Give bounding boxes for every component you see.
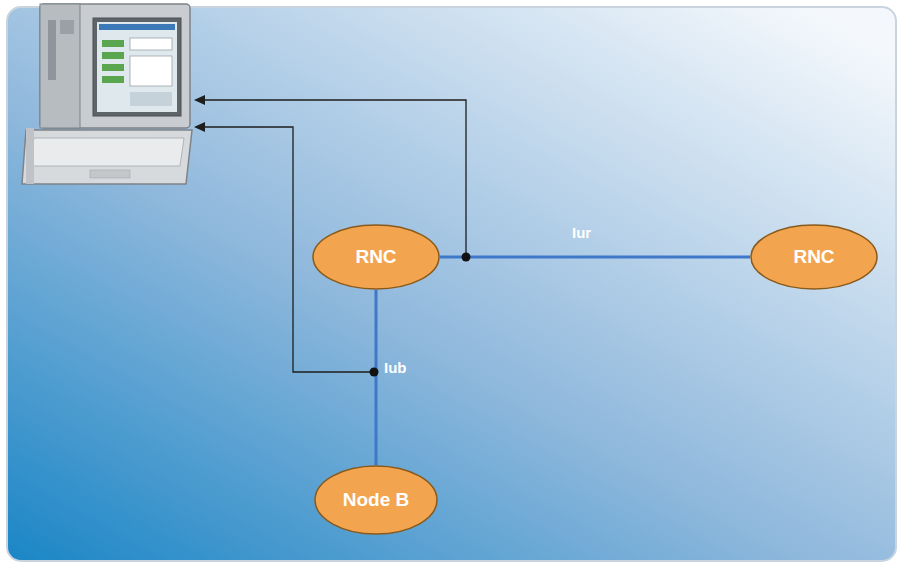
interface-label: Iub xyxy=(384,359,407,376)
tap-dot xyxy=(370,368,379,377)
panel xyxy=(7,7,896,561)
node-label: RNC xyxy=(355,246,396,268)
arrowhead xyxy=(194,95,205,105)
ellipse-node: RNC xyxy=(312,224,440,290)
computer-icon xyxy=(22,4,192,184)
interface-link xyxy=(440,257,750,258)
interface-link xyxy=(376,290,377,465)
ellipse-node: Node B xyxy=(314,465,438,535)
node-label: RNC xyxy=(793,246,834,268)
interface-label: Iur xyxy=(572,224,591,241)
monitor-wire xyxy=(204,100,466,372)
node-label: Node B xyxy=(343,489,410,511)
ellipse-node: RNC xyxy=(750,224,878,290)
tap-dot xyxy=(462,253,471,262)
arrowhead xyxy=(194,122,205,132)
